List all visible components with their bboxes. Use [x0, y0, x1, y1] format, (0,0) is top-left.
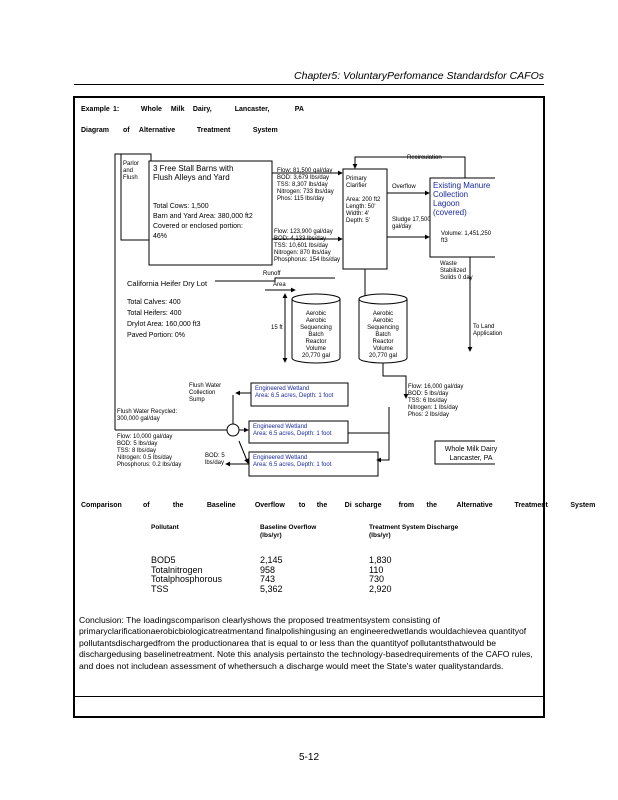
example-title: Example 1: Whole Milk Dairy, Lancaster, …: [81, 106, 304, 113]
baseline-column: 2,145 958 743 5,362: [260, 555, 283, 594]
tank1-label: Aerobic Aerobic Sequencing Batch Reactor…: [300, 311, 332, 359]
header-rule: [74, 84, 544, 85]
recirculation-label: Recirculation: [407, 155, 442, 161]
conclusion-text: Conclusion: The loadingscomparison clear…: [79, 615, 533, 671]
overflow-label: Overflow: [392, 184, 416, 190]
wetland2-label: Engineered Wetland Area: 6.5 acres, Dept…: [253, 424, 332, 437]
wetland2-box: [248, 420, 349, 444]
table-cell: 743: [260, 574, 276, 584]
pollutant-column: BOD5 Totalnitrogen Totalphosphorous TSS: [151, 555, 223, 594]
flow-1: Flow: 81,500 gal/day BOD: 3,679 lbs/day …: [277, 168, 334, 202]
lagoon-volume: Volume: 1,451,250 ft3: [441, 231, 492, 244]
table-cell: 1,830: [369, 555, 392, 565]
flush-label: Parlor and Flush: [123, 161, 140, 181]
bod-discharge-label: BOD: 5 lbs/day: [205, 453, 225, 466]
dairy-label: Whole Milk Dairy Lancaster, PA: [444, 446, 498, 462]
col-baseline: Baseline Overflow (lbs/yr): [260, 524, 317, 539]
recycle-label: Flush Water Recycled: 300,000 gal/day: [117, 409, 178, 422]
clarifier-label: Primary Clarifier Area: 200 ft2 Length: …: [346, 176, 381, 224]
chapter-header: Chapter5: VoluntaryPerfomance Standardsf…: [294, 70, 544, 82]
waste-label: Waste Stabilized Solids 0 day: [440, 261, 473, 281]
table-cell: 2,145: [260, 555, 283, 565]
height-label: 15 ft: [271, 325, 283, 331]
diagram-title: Diagram of Alternative Treatment System: [81, 127, 278, 134]
sump-label: Flush Water Collection Sump: [189, 383, 222, 403]
example-box: Example 1: Whole Milk Dairy, Lancaster, …: [73, 96, 595, 718]
table-cell: 958: [260, 564, 276, 575]
col-treatment: Treatment System Discharge (lbs/yr): [369, 524, 459, 539]
sludge-label: Sludge 17,500 gal/day: [392, 217, 431, 230]
discharge-label: Flow: 10,000 gal/day BOD: 5 lbs/day TSS:…: [117, 434, 182, 468]
flow-2: Flow: 123,900 gal/day BOD: 4,133 lbs/day…: [274, 229, 341, 263]
heifer-stats: Total Calves: 400 Total Heifers: 400 Dry…: [127, 299, 201, 339]
table-row: Totalnitrogen: [151, 564, 203, 575]
land-label: To Land Application: [473, 324, 503, 337]
lagoon-label: Existing Manure Collection Lagoon (cover…: [433, 181, 491, 217]
col-pollutant: Pollutant: [151, 524, 179, 531]
barns-stats: Total Cows: 1,500 Barn and Yard Area: 38…: [153, 203, 253, 240]
treatment-column: 1,830 110 730 2,920: [369, 555, 392, 594]
table-row: BOD5: [151, 555, 176, 565]
outflow-label: Flow: 16,000 gal/day BOD: 5 lbs/day TSS:…: [408, 384, 464, 418]
table-row: TSS: [151, 583, 169, 594]
process-diagram: Parlor and Flush 3 Free Stall Barns with…: [105, 151, 502, 491]
table-row: Totalphosphorous: [151, 574, 223, 584]
table-cell: 730: [369, 574, 385, 584]
table-cell: 5,362: [260, 583, 283, 594]
wetland1-label: Engineered Wetland Area: 6.5 acres, Dept…: [255, 386, 334, 399]
comparison-title: Comparison of the Baseline Overflow to t…: [81, 502, 596, 509]
barns-title: 3 Free Stall Barns with Flush Alleys and…: [153, 164, 234, 182]
diagram-lines: [114, 153, 495, 477]
table-cell: 2,920: [369, 583, 392, 594]
heifer-title: California Heifer Dry Lot: [127, 279, 208, 288]
tank2-label: Aerobic Aerobic Sequencing Batch Reactor…: [367, 311, 399, 359]
label-box: [434, 440, 495, 465]
box-footer-rule: [75, 696, 543, 697]
wetland3-label: Engineered Wetland Area: 6.5 acres, Dept…: [253, 455, 332, 468]
page-number: 5-12: [298, 752, 319, 763]
barns-box: [148, 160, 273, 266]
table-cell: 110: [369, 564, 384, 575]
wetland1-box: [250, 382, 349, 407]
runoff-label: Runoff: [263, 271, 281, 277]
area-label: Area: [273, 282, 286, 288]
